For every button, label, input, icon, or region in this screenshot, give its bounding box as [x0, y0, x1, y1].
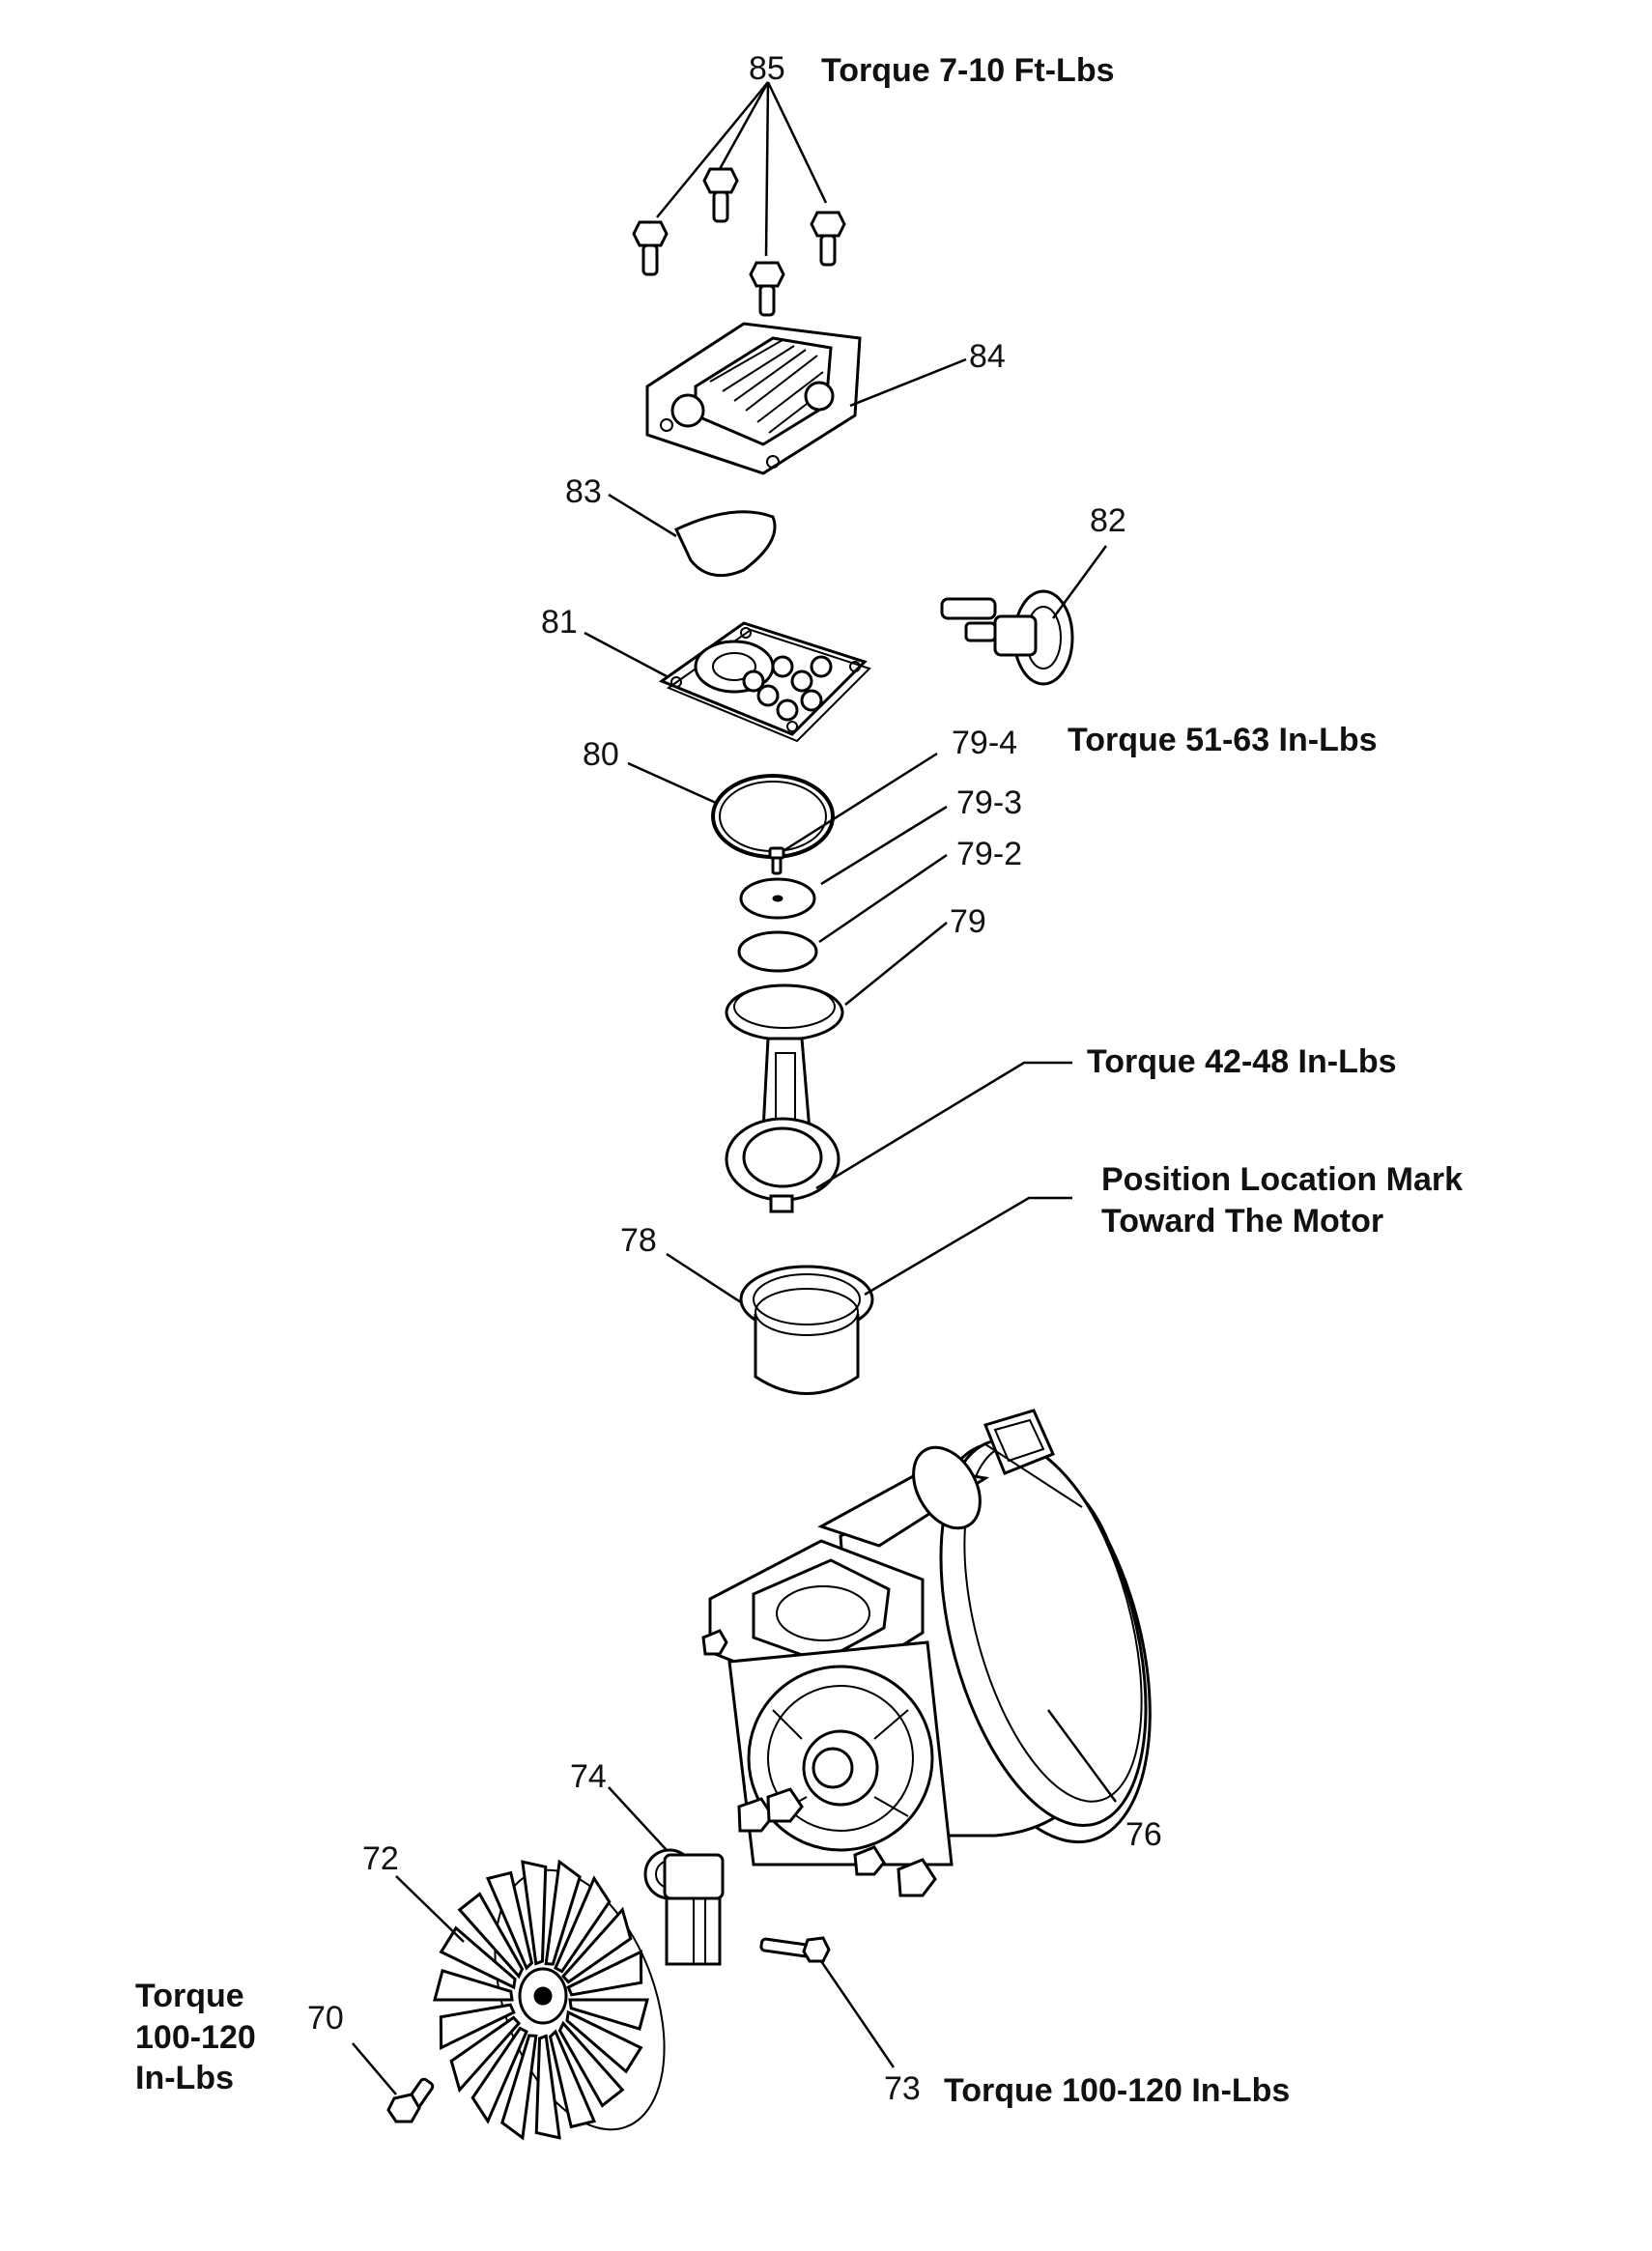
part-78-cylinder-sleeve	[666, 1196, 1072, 1395]
fan-blade	[560, 1906, 633, 1984]
part-81-valve-plate	[584, 621, 871, 743]
fan-blade	[485, 1870, 534, 1971]
bolt-85-d	[810, 211, 846, 267]
part-73-bolt	[759, 1936, 896, 2068]
part-70-bolt	[352, 2042, 435, 2123]
part-82-valve	[940, 545, 1108, 686]
callout-73: 73	[884, 2070, 921, 2107]
fan-blade	[521, 1860, 548, 1966]
note-position-mark: Position Location Mark Toward The Motor	[1101, 1159, 1463, 1241]
part-79-3-retainer	[739, 805, 948, 920]
note-torque-73: Torque 100-120 In-Lbs	[944, 2072, 1291, 2109]
part-84-cylinder-head	[645, 322, 967, 475]
callout-82: 82	[1090, 502, 1126, 539]
callout-70: 70	[307, 2000, 344, 2037]
part-79-4-screw	[768, 752, 938, 875]
note-torque-85: Torque 7-10 Ft-Lbs	[821, 52, 1115, 89]
fan-blade	[565, 2009, 643, 2074]
fan-blade	[449, 2015, 522, 2094]
part-80-o-ring	[627, 761, 835, 859]
fan-blade	[548, 2029, 597, 2129]
part-79-connecting-rod	[725, 922, 1072, 1213]
part-79-2-cup	[737, 853, 948, 973]
bolt-85-a	[632, 220, 669, 276]
fan-blade	[439, 1925, 517, 1990]
part-83-gasket	[608, 493, 777, 578]
callout-80: 80	[583, 736, 619, 773]
note-position-line2: Toward The Motor	[1101, 1202, 1384, 1239]
fan-blade	[557, 2020, 625, 2108]
fan-blade	[433, 1969, 514, 2002]
callout-81: 81	[541, 604, 578, 641]
note-torque-70-line2: 100-120	[135, 2018, 256, 2056]
callout-79-4: 79-4	[952, 725, 1018, 761]
part-74-bearing-holder	[608, 1786, 725, 1966]
part-76-motor-crankcase	[701, 1409, 1152, 1897]
callout-79-2: 79-2	[956, 836, 1023, 872]
fan-blade	[554, 1875, 612, 1974]
note-position-line1: Position Location Mark	[1101, 1161, 1464, 1198]
callout-79: 79	[950, 903, 986, 940]
callout-76: 76	[1125, 1816, 1162, 1853]
bolt-85-c	[749, 261, 785, 317]
fan-blade	[568, 1998, 649, 2031]
callout-78: 78	[620, 1222, 657, 1259]
fan-hub-hole	[533, 1986, 553, 2006]
note-torque-82: Torque 51-63 In-Lbs	[1068, 722, 1378, 758]
callout-83: 83	[565, 473, 602, 510]
callout-84: 84	[969, 338, 1006, 375]
fan-blade	[500, 2034, 538, 2141]
fan-blade	[534, 2034, 561, 2140]
part-85-bolts	[632, 81, 846, 317]
bolt-85-b	[702, 167, 739, 223]
callout-85: 85	[749, 50, 785, 87]
callout-79-3: 79-3	[956, 784, 1023, 821]
fan-blade	[470, 2026, 528, 2124]
fan-blade	[439, 2003, 516, 2050]
note-torque-70: Torque 100-120 In-Lbs	[135, 1976, 256, 2099]
fan-blade	[566, 1950, 643, 1997]
part-72-fan	[433, 1859, 666, 2141]
note-torque-rod: Torque 42-48 In-Lbs	[1087, 1043, 1397, 1080]
fan-blade	[457, 1892, 525, 1980]
note-torque-70-line3: In-Lbs	[135, 2060, 234, 2096]
note-torque-70-line1: Torque	[135, 1978, 244, 2014]
fan-blade	[544, 1859, 582, 1966]
callout-74: 74	[570, 1758, 607, 1795]
callout-72: 72	[362, 1840, 399, 1877]
